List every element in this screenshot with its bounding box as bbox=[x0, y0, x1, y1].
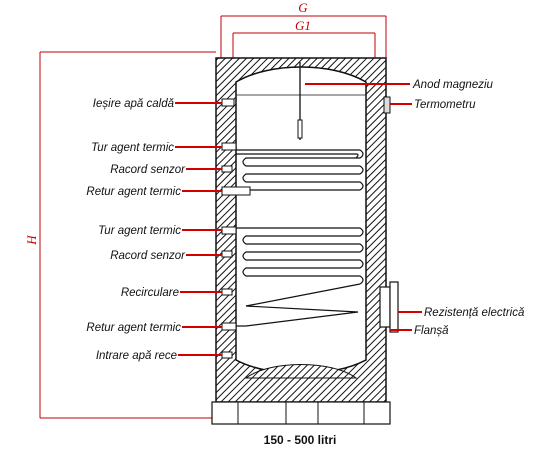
label-electric-resistance: Rezistență electrică bbox=[424, 307, 524, 319]
electric-resistance-housing bbox=[389, 281, 399, 333]
lower-coil bbox=[236, 227, 364, 327]
right-labels: Anod magneziu Termometru Rezistență elec… bbox=[412, 79, 524, 337]
left-labels: Ieșire apă caldă Tur agent termic Racord… bbox=[86, 98, 186, 362]
bottom-dome bbox=[244, 364, 358, 379]
tank-insulation bbox=[215, 57, 387, 403]
label-cold-water-inlet: Intrare apă rece bbox=[96, 350, 177, 362]
label-return-lower: Retur agent termic bbox=[86, 322, 181, 334]
upper-coil bbox=[235, 146, 364, 191]
capacity-caption: 150 - 500 litri bbox=[264, 433, 337, 447]
label-recirculation: Recirculare bbox=[121, 287, 179, 299]
thermometer-port bbox=[383, 96, 391, 114]
label-thermometer: Termometru bbox=[414, 99, 476, 111]
left-ports bbox=[221, 98, 251, 359]
leader-lines bbox=[175, 83, 422, 356]
label-sensor-upper: Racord senzor bbox=[110, 164, 186, 176]
dimension-h-label: H bbox=[24, 235, 39, 246]
tank-inner-vessel bbox=[235, 66, 367, 374]
label-flange: Flanșă bbox=[414, 325, 449, 337]
anode-tip bbox=[297, 119, 303, 139]
label-hot-water-outlet: Ieșire apă caldă bbox=[93, 98, 174, 110]
label-sensor-lower: Racord senzor bbox=[110, 250, 186, 262]
label-magnesium-anode: Anod magneziu bbox=[412, 79, 494, 91]
dimension-lines bbox=[39, 15, 387, 419]
tank-base bbox=[211, 401, 391, 425]
dimension-g-label: G bbox=[298, 0, 308, 15]
tank bbox=[211, 57, 391, 425]
dimension-g1-label: G1 bbox=[295, 18, 311, 33]
label-flow-lower: Tur agent termic bbox=[98, 225, 181, 237]
flange bbox=[379, 286, 391, 328]
label-return-upper: Retur agent termic bbox=[86, 186, 181, 198]
label-flow-upper: Tur agent termic bbox=[91, 142, 174, 154]
